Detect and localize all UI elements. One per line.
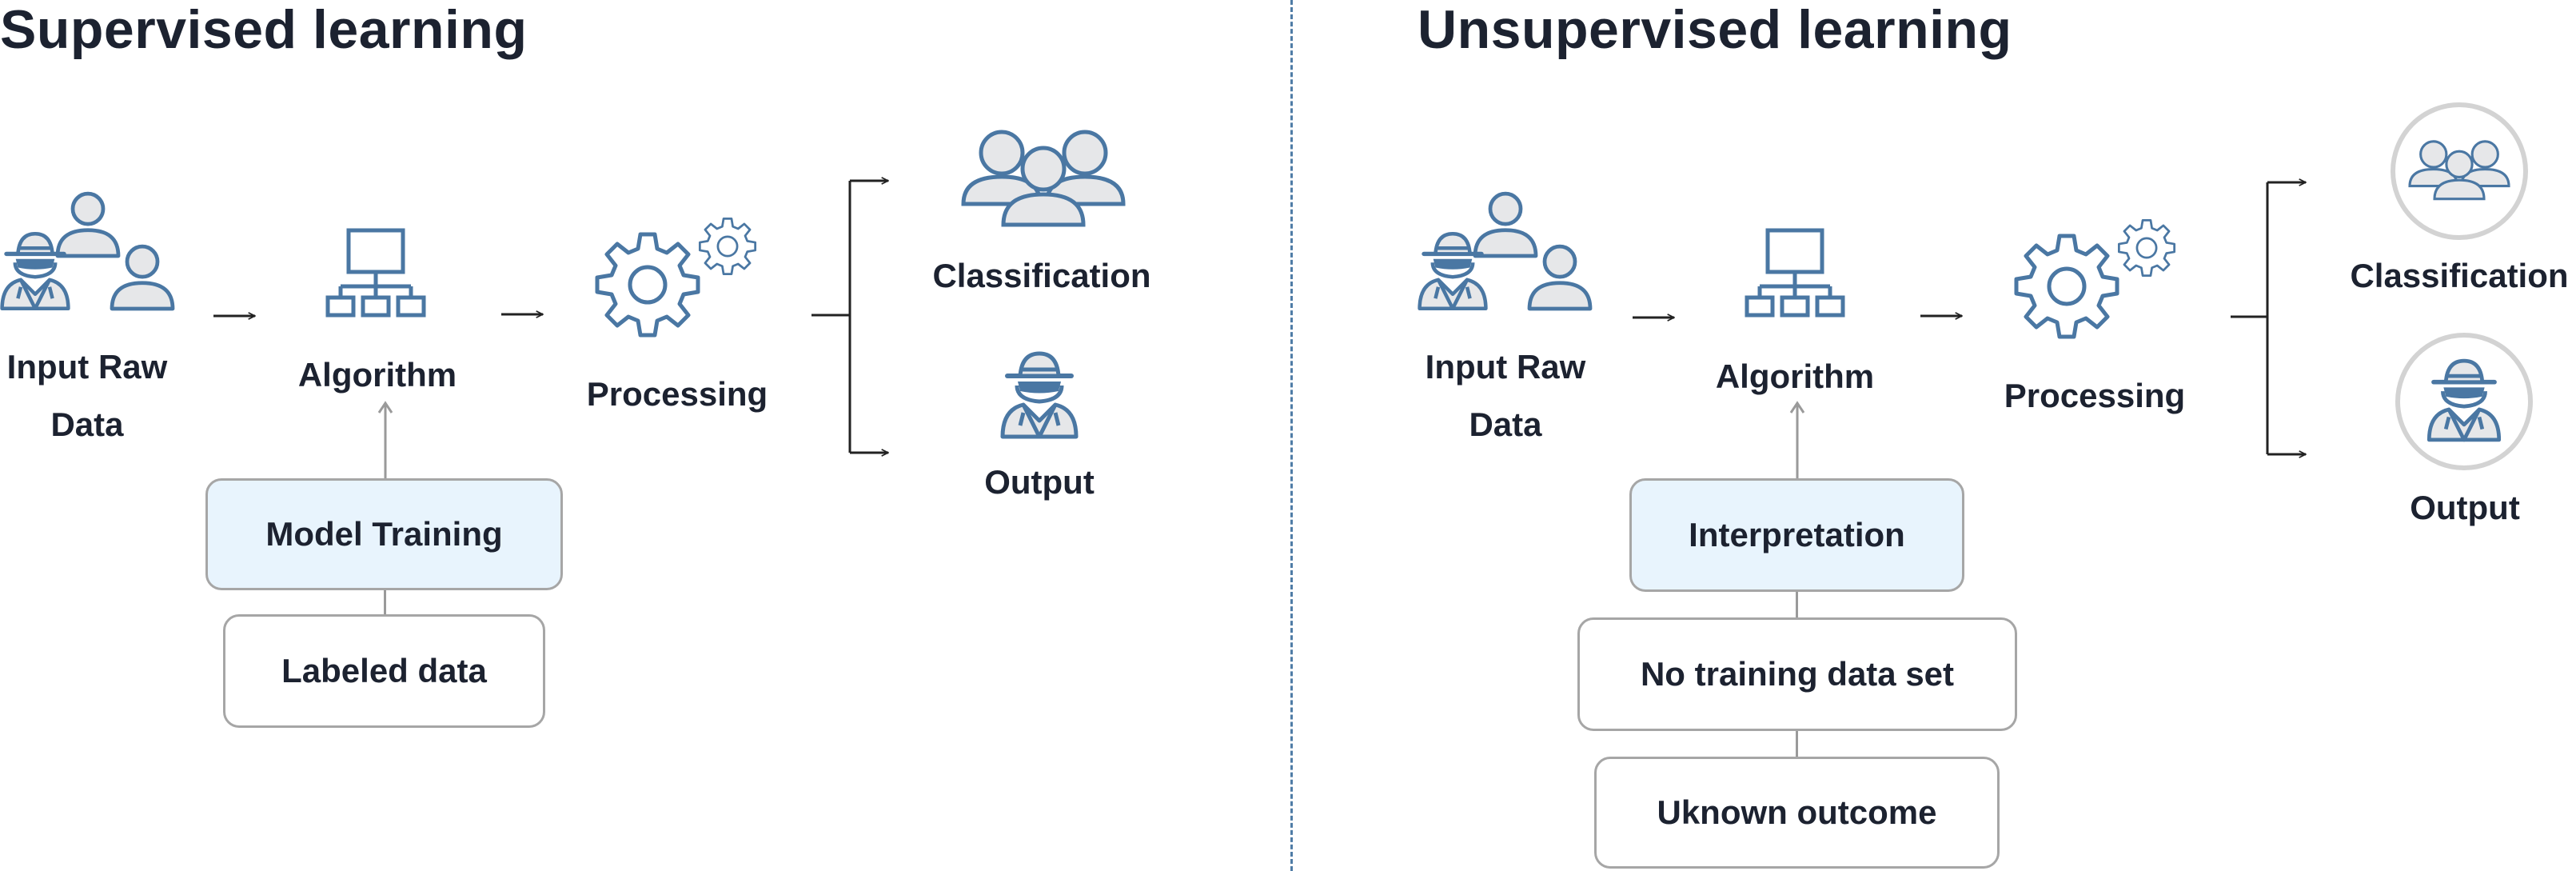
supervised-title: Supervised learning — [0, 0, 528, 60]
gears-icon — [584, 217, 757, 352]
arrow-right-icon — [213, 304, 260, 328]
input-users-spy-icon — [0, 176, 184, 320]
labeled-data-box: Labeled data — [223, 614, 545, 728]
arrow-up-icon — [1789, 401, 1805, 478]
arrow-right-icon — [501, 302, 548, 326]
processing-label: Processing — [2004, 377, 2186, 414]
connector-line — [1796, 731, 1798, 757]
interpretation-box: Interpretation — [1629, 478, 1964, 592]
arrow-up-icon — [377, 401, 393, 478]
gears-icon — [2003, 218, 2176, 354]
arrow-right-icon — [1633, 306, 1679, 330]
no-training-data-box: No training data set — [1577, 617, 2017, 731]
output-label: Output — [2410, 489, 2520, 526]
connector-line — [384, 590, 386, 614]
algorithm-label: Algorithm — [1715, 358, 1875, 395]
classification-group-icon — [2391, 102, 2528, 240]
arrow-right-icon — [1920, 304, 1967, 328]
input-raw-data-label: Input Raw Data — [1386, 338, 1625, 453]
connector-line — [1796, 592, 1798, 617]
output-spy-icon — [2395, 333, 2533, 470]
classification-label: Classification — [2350, 257, 2569, 294]
model-training-box: Model Training — [205, 478, 563, 590]
classification-label: Classification — [932, 257, 1151, 294]
input-label-line2: Data — [1469, 406, 1542, 443]
input-users-spy-icon — [1418, 176, 1601, 320]
input-label-line1: Input Raw — [1425, 348, 1586, 386]
flowchart-icon — [312, 224, 440, 336]
section-divider — [1290, 0, 1293, 871]
input-label-line2: Data — [50, 406, 124, 443]
algorithm-label: Algorithm — [297, 356, 457, 394]
input-label-line1: Input Raw — [6, 348, 168, 386]
flowchart-icon — [1731, 224, 1859, 336]
input-raw-data-label: Input Raw Data — [0, 338, 207, 453]
classification-group-icon — [955, 116, 1131, 244]
output-label: Output — [984, 463, 1095, 501]
branch-connector — [811, 160, 891, 472]
processing-label: Processing — [586, 375, 768, 413]
unknown-outcome-box: Uknown outcome — [1594, 757, 2000, 869]
unsupervised-title: Unsupervised learning — [1418, 0, 2012, 60]
branch-connector — [2231, 160, 2311, 472]
output-spy-icon — [991, 352, 1087, 448]
